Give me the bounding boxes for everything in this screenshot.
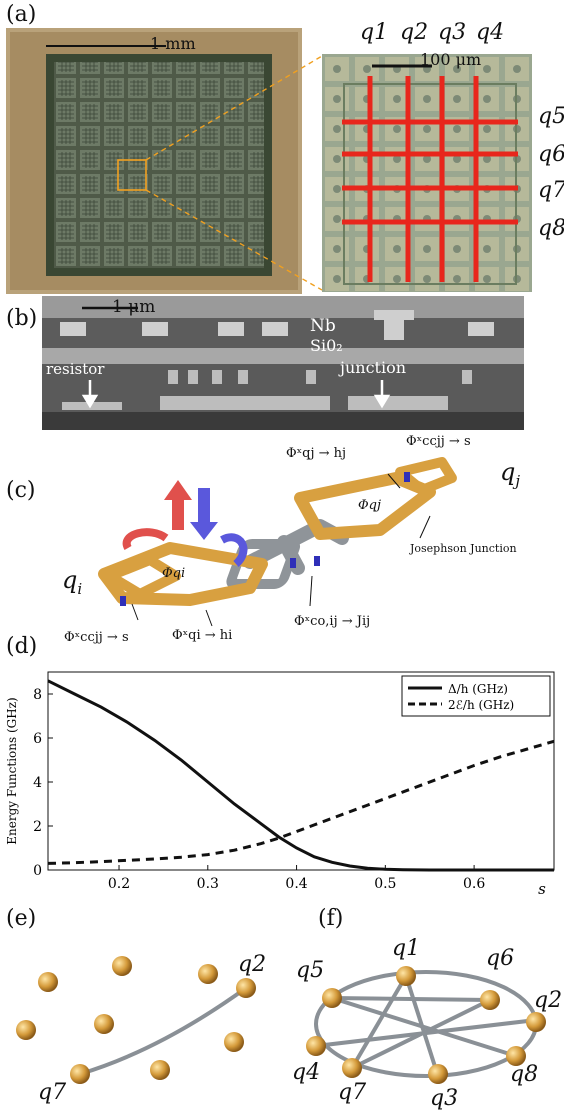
panel-c-label: (c) — [6, 478, 36, 503]
annotation-hj: Φˣqj → hj — [286, 446, 347, 461]
panel-f-label: (f) — [318, 906, 344, 931]
node-f-q6 — [480, 990, 500, 1010]
node-e-2 — [112, 956, 132, 976]
annotation-hi: Φˣqi → hi — [172, 628, 233, 643]
label-resistor: resistor — [46, 360, 105, 378]
annotation-jij: Φˣco,ij → Jij — [294, 614, 371, 629]
panel-e-graph — [16, 956, 256, 1084]
graph-f-label-q1: q1 — [392, 936, 421, 961]
zoom-lines — [145, 55, 323, 291]
row-label-q5: q5 — [538, 104, 564, 129]
annotation-ccjj-s: Φˣccjj → s — [64, 630, 129, 645]
graph-f-label-q6: q6 — [486, 946, 515, 971]
qubit-label-qi: qi — [62, 566, 83, 598]
x-tick-label-4: 0.6 — [463, 876, 485, 892]
panel-c-qubit-schematic — [98, 457, 457, 627]
legend-label-1: 2ℰ/h (GHz) — [448, 698, 514, 712]
node-e-q7 — [70, 1064, 90, 1084]
panel-e-label: (e) — [6, 906, 37, 931]
node-f-q2 — [526, 1012, 546, 1032]
graph-f-label-q5: q5 — [296, 958, 325, 983]
panel-f-graph — [306, 966, 546, 1084]
graph-f-label-q4: q4 — [292, 1060, 321, 1085]
annotation-phi-qj: Φqj — [358, 498, 382, 513]
node-e-1 — [38, 972, 58, 992]
annotation-ccjj-top: Φˣccjj → s — [406, 434, 471, 449]
scale-bar-1mm: 1 mm — [150, 34, 196, 53]
graph-f-label-q2: q2 — [534, 988, 563, 1013]
label-junction: junction — [340, 358, 407, 377]
graph-e-label-q7: q7 — [38, 1080, 67, 1105]
node-f-q5 — [322, 988, 342, 1008]
node-f-q3 — [428, 1064, 448, 1084]
node-e-q2 — [236, 978, 256, 998]
x-tick-label-2: 0.4 — [285, 876, 307, 892]
col-label-q1: q1 — [360, 20, 389, 45]
y-tick-label-0: 0 — [33, 863, 42, 879]
panel-a-label: (a) — [6, 2, 37, 27]
node-f-q7 — [342, 1058, 362, 1078]
panel-a-chip-photo — [6, 28, 302, 294]
node-e-3 — [198, 964, 218, 984]
x-axis-label: s — [538, 880, 546, 896]
scale-bar-1um: 1 μm — [112, 297, 156, 317]
node-e-4 — [16, 1020, 36, 1040]
legend-box — [401, 675, 551, 717]
y-tick-label-3: 6 — [33, 731, 42, 747]
node-e-6 — [224, 1032, 244, 1052]
col-label-q4: q4 — [476, 20, 505, 45]
x-tick-label-1: 0.3 — [197, 876, 219, 892]
panel-b-label: (b) — [6, 306, 38, 331]
node-e-7 — [150, 1060, 170, 1080]
node-f-q8 — [506, 1046, 526, 1066]
node-f-q4 — [306, 1036, 326, 1056]
annotation-phi-qi: Φqi — [162, 566, 186, 581]
y-tick-label-4: 8 — [33, 687, 42, 703]
label-sio2: Si0₂ — [310, 336, 343, 355]
graph-f-label-q7: q7 — [338, 1080, 367, 1105]
graph-e-label-q2: q2 — [238, 952, 267, 977]
node-e-5 — [94, 1014, 114, 1034]
qubit-label-qj: qj — [500, 458, 521, 490]
label-nb: Nb — [310, 316, 336, 336]
graph-f-label-q8: q8 — [510, 1062, 539, 1087]
col-label-q2: q2 — [400, 20, 429, 45]
panel-d-label: (d) — [6, 634, 38, 659]
y-axis-label: Energy Functions (GHz) — [5, 697, 19, 844]
row-label-q8: q8 — [538, 216, 564, 241]
panel-b-sem-image — [42, 296, 524, 430]
col-label-q3: q3 — [438, 20, 467, 45]
panel-a-zoom-photo — [322, 54, 532, 292]
series-line-1 — [47, 739, 555, 865]
energy-functions-chart: 0.2 0.3 0.4 0.5 0.6 0 2 4 6 8 s Energy Functions (G… — [5, 671, 555, 896]
graph-f-label-q3: q3 — [430, 1086, 459, 1111]
row-label-q7: q7 — [538, 178, 564, 203]
row-label-q6: q6 — [538, 142, 564, 167]
node-f-q1 — [396, 966, 416, 986]
y-tick-label-1: 2 — [33, 819, 42, 835]
legend-label-0: Δ/h (GHz) — [448, 682, 508, 696]
y-tick-label-2: 4 — [33, 775, 42, 791]
series-line-0 — [47, 679, 554, 872]
plot-frame — [47, 671, 555, 871]
x-tick-label-3: 0.5 — [374, 876, 396, 892]
x-tick-label-0: 0.2 — [108, 876, 130, 892]
scale-bar-100um: 100 μm — [420, 50, 482, 69]
annotation-josephson-junction: Josephson Junction — [410, 542, 517, 555]
